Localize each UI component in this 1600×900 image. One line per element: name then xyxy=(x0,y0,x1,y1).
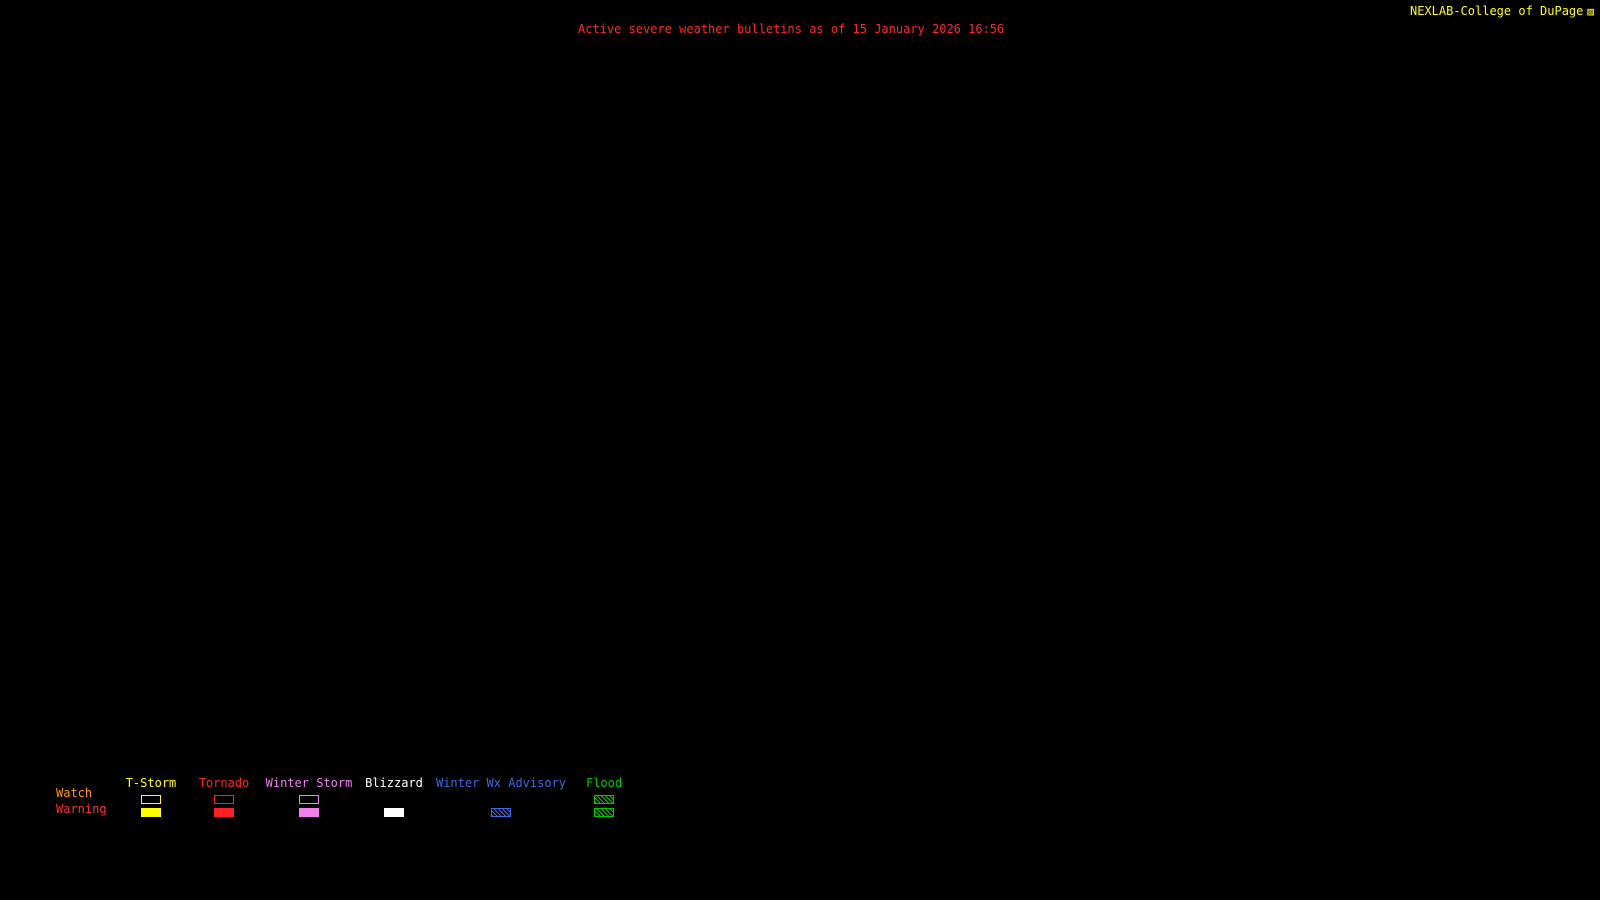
legend-col-winter-wx-advisory: Winter Wx Advisory xyxy=(434,777,568,817)
source-label: NEXLAB-College of DuPage ▨ xyxy=(1410,5,1594,18)
flood-warning-swatch xyxy=(594,808,614,817)
legend-col-flood: Flood xyxy=(570,777,638,817)
legend-col-winter-storm: Winter Storm xyxy=(263,777,355,817)
legend-col-tornado: Tornado xyxy=(192,777,256,817)
source-label-text: NEXLAB-College of DuPage xyxy=(1409,4,1584,18)
blizzard-label: Blizzard xyxy=(365,776,423,790)
legend-col-tstorm: T-Storm xyxy=(118,777,184,817)
tornado-label: Tornado xyxy=(198,776,250,790)
tstorm-warning-swatch xyxy=(141,808,161,817)
legend: Watch Warning T-Storm Tornado Winter Sto… xyxy=(0,775,900,825)
tstorm-label: T-Storm xyxy=(125,776,177,790)
tornado-warning-swatch xyxy=(214,808,234,817)
tornado-watch-swatch xyxy=(214,795,234,804)
legend-warning-label: Warning xyxy=(56,802,107,816)
legend-watch-label: Watch xyxy=(56,786,93,800)
winter-storm-label: Winter Storm xyxy=(265,776,353,790)
flood-watch-swatch xyxy=(594,795,614,804)
winter-storm-watch-swatch xyxy=(299,795,319,804)
cod-logo-icon: ▨ xyxy=(1587,5,1594,18)
tstorm-watch-swatch xyxy=(141,795,161,804)
winter-wx-advisory-label: Winter Wx Advisory xyxy=(435,776,567,790)
winter-wx-advisory-warning-swatch xyxy=(491,808,511,817)
flood-label: Flood xyxy=(585,776,623,790)
legend-col-blizzard: Blizzard xyxy=(361,777,427,817)
map-title: Active severe weather bulletins as of 15… xyxy=(578,22,1005,36)
winter-storm-warning-swatch xyxy=(299,808,319,817)
blizzard-warning-swatch xyxy=(384,808,404,817)
